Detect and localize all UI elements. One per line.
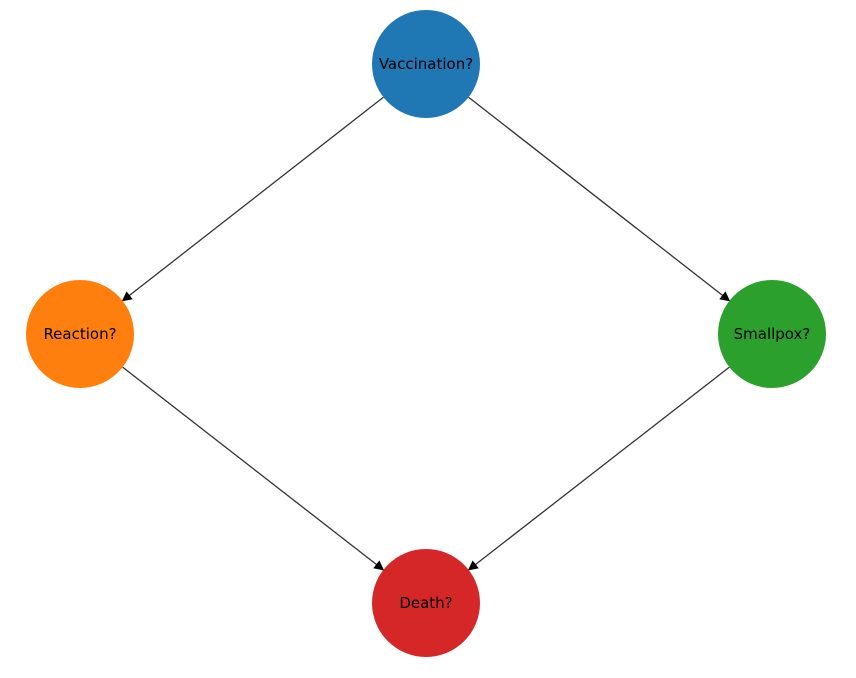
node-smallpox [718, 280, 826, 388]
node-reaction [26, 280, 134, 388]
edge-smallpox-death [467, 366, 730, 571]
node-label-death: Death? [399, 594, 452, 612]
node-label-vaccination: Vaccination? [379, 55, 473, 73]
node-label-reaction: Reaction? [43, 325, 116, 343]
node-vaccination [372, 10, 480, 118]
node-label-smallpox: Smallpox? [734, 325, 811, 343]
node-death [372, 549, 480, 657]
edge-vaccination-reaction [121, 96, 384, 302]
edge-vaccination-smallpox [468, 96, 731, 302]
edge-reaction-death [122, 366, 385, 571]
